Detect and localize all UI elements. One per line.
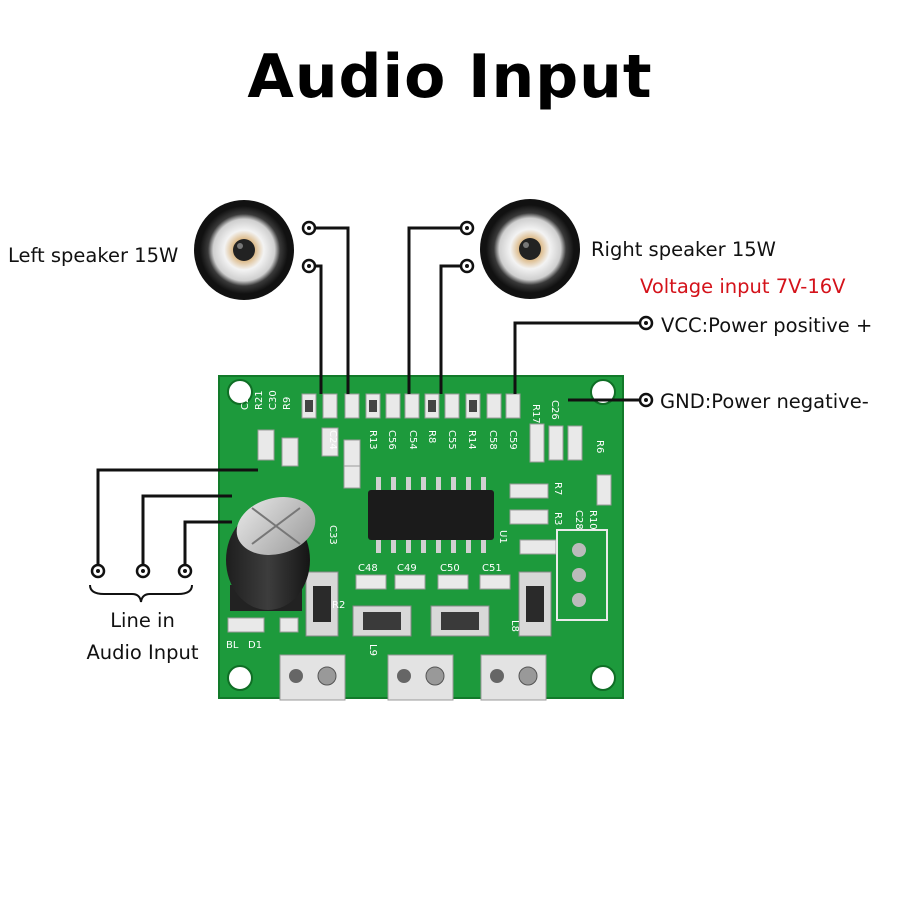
gnd-label: GND:Power negative- <box>660 390 869 413</box>
silkscreen-label: R13 <box>367 430 378 450</box>
silkscreen-label: C50 <box>440 563 460 574</box>
silkscreen-label: C59 <box>507 430 518 450</box>
line-in-text: Line in <box>110 609 175 632</box>
silkscreen-label: L8 <box>509 620 520 632</box>
vcc-label: VCC:Power positive + <box>661 314 873 337</box>
amplifier-ic <box>368 477 494 553</box>
page-title: Audio Input <box>247 42 653 112</box>
silkscreen-labels: C24 C56 R13 C54 R8 C55 R14 C58 C59 R17 C… <box>226 390 605 656</box>
silkscreen-label: U1 <box>497 530 508 544</box>
inductors <box>305 571 552 637</box>
silkscreen-label: C58 <box>487 430 498 450</box>
silkscreen-label: R9 <box>282 397 293 410</box>
silkscreen-label: C28 <box>573 510 584 530</box>
silkscreen-label: C48 <box>358 563 378 574</box>
silkscreen-label: C55 <box>446 430 457 450</box>
silkscreen-label: C30 <box>268 390 279 410</box>
right-speaker-icon <box>480 199 580 299</box>
silkscreen-label: C33 <box>327 525 338 545</box>
line-in-label: Line in Audio Input <box>70 605 215 669</box>
silkscreen-label: C56 <box>386 430 397 450</box>
smd-left-group <box>257 427 361 489</box>
smd-right-group <box>509 423 612 555</box>
left-speaker-label: Left speaker 15W <box>8 244 179 267</box>
voltage-input-label: Voltage input 7V-16V <box>640 275 846 298</box>
silkscreen-label: C49 <box>397 563 417 574</box>
silkscreen-label: C51 <box>482 563 502 574</box>
silkscreen-label: R6 <box>594 440 605 453</box>
silkscreen-label: BL <box>226 640 239 651</box>
silkscreen-label: R3 <box>552 512 563 525</box>
silkscreen-label: C54 <box>407 430 418 450</box>
silkscreen-label: R8 <box>426 430 437 443</box>
cap-row <box>355 574 511 590</box>
silkscreen-label: R2 <box>332 600 345 611</box>
silkscreen-label: L9 <box>367 644 378 656</box>
connection-wires <box>96 226 639 568</box>
silkscreen-label: R14 <box>466 430 477 450</box>
electrolytic-capacitor <box>226 497 316 610</box>
audio-input-text: Audio Input <box>86 641 199 664</box>
power-connector <box>556 529 608 621</box>
silkscreen-label: R7 <box>552 482 563 495</box>
left-speaker-icon <box>194 200 294 300</box>
silkscreen-label: C24 <box>327 430 338 450</box>
smd-top-row <box>301 393 521 419</box>
right-speaker-label: Right speaker 15W <box>591 238 776 261</box>
line-in-brace <box>89 584 193 603</box>
silkscreen-label: C29 <box>240 390 251 410</box>
silkscreen-label: R17 <box>530 404 541 424</box>
silkscreen-label: C26 <box>549 400 560 420</box>
silkscreen-label: R21 <box>254 390 265 410</box>
silkscreen-label: D1 <box>248 640 262 651</box>
bottom-terminals <box>279 654 547 701</box>
silkscreen-label: R10 <box>587 510 598 530</box>
